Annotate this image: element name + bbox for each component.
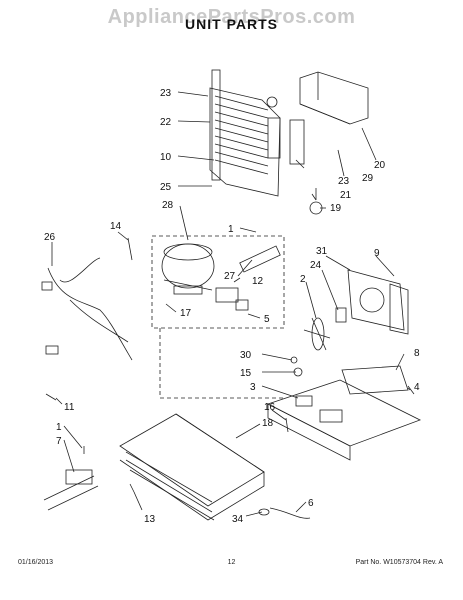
evaporator-coil <box>209 69 281 197</box>
base-bracket <box>341 365 409 395</box>
compressor <box>161 243 215 295</box>
callout-7: 7 <box>56 436 62 447</box>
callout-13: 13 <box>144 514 156 525</box>
callout-6: 6 <box>308 498 314 509</box>
callout-12: 12 <box>252 276 264 287</box>
callout-18: 18 <box>262 418 274 429</box>
drain-tube <box>269 507 311 519</box>
callout-5: 5 <box>264 314 270 325</box>
callout-28: 28 <box>162 200 174 211</box>
callout-19: 19 <box>330 203 342 214</box>
side-bracket <box>289 119 305 165</box>
wire-harness <box>47 257 133 361</box>
callout-16: 16 <box>264 402 276 413</box>
start-capacitor <box>239 245 281 273</box>
callout-24: 24 <box>310 260 322 271</box>
callout-29: 29 <box>362 173 374 184</box>
footer-date: 01/16/2013 <box>18 559 54 566</box>
callout-3: 3 <box>250 382 256 393</box>
callout-27: 27 <box>224 271 236 282</box>
callout-23-right: 23 <box>338 176 350 187</box>
base-plate <box>266 379 422 461</box>
callout-21: 21 <box>340 190 352 201</box>
overload <box>235 299 249 311</box>
callout-9: 9 <box>374 248 380 259</box>
callout-25: 25 <box>160 182 172 193</box>
callout-11: 11 <box>64 402 75 413</box>
compressor-box <box>151 235 285 329</box>
footer-part-no: Part No. W10573704 Rev. A <box>355 559 443 566</box>
callout-1-bottom: 1 <box>56 422 62 433</box>
callout-15: 15 <box>240 368 252 379</box>
fan-motor-assembly <box>303 269 409 351</box>
harness-clip <box>43 475 99 511</box>
callout-23-top: 23 <box>160 88 172 99</box>
callout-10: 10 <box>160 152 172 163</box>
condenser <box>119 413 265 521</box>
page-title: UNIT PARTS <box>185 16 278 32</box>
callout-17: 17 <box>180 308 192 319</box>
callout-4: 4 <box>414 382 420 393</box>
footer-page: 12 <box>227 559 236 566</box>
fan-shroud <box>299 71 369 125</box>
callout-2: 2 <box>300 274 306 285</box>
relay <box>215 287 239 303</box>
drain-cap <box>258 508 270 516</box>
callout-31: 31 <box>316 246 328 257</box>
callout-26: 26 <box>44 232 56 243</box>
callout-22: 22 <box>160 117 172 128</box>
callout-20: 20 <box>374 160 386 171</box>
callout-14: 14 <box>110 221 122 232</box>
watermark: AppliancePartsPros.com <box>107 6 356 28</box>
callout-34: 34 <box>232 514 244 525</box>
callout-8: 8 <box>414 348 420 359</box>
callout-1-top: 1 <box>228 224 234 235</box>
callout-30: 30 <box>240 350 252 361</box>
